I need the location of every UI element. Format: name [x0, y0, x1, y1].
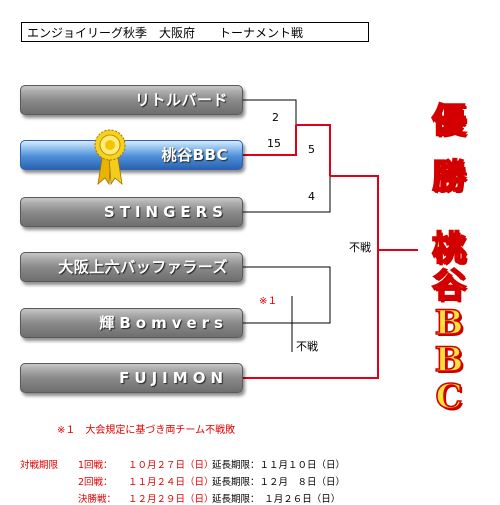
team-slot-1: リトルバード [20, 85, 243, 115]
champion-word-1: 優 [431, 101, 467, 141]
winner-line-semi-to-final [330, 175, 379, 250]
team-slot-4: 大阪上六バッファラーズ [20, 252, 243, 282]
winner-line-momotani-r1 [243, 125, 297, 156]
score-r1-top: 2 [272, 111, 279, 124]
winner-line-fujimon [243, 250, 379, 379]
team-slot-2-winner: 桃谷BBC [20, 140, 243, 170]
team-slot-3: STINGERS [20, 197, 243, 227]
schedule-round-2: 2回戦： [78, 477, 113, 488]
semi-bottom-forfeit-label: 不戦 [296, 340, 318, 353]
bracket-line-bomvers [243, 296, 331, 324]
team-slot-6: FUJIMON [20, 363, 243, 393]
schedule-ext-1: 延長期限：１１月１０日（日） [212, 460, 346, 471]
schedule-round-3: 決勝戦： [78, 494, 117, 505]
rosette-medal-icon [94, 129, 126, 186]
final-forfeit-label: 不戦 [349, 241, 371, 254]
bracket-line-osaka [243, 266, 331, 296]
schedule-date-1: １０月２７日（日） [128, 460, 214, 471]
bracket-line-stingers [243, 176, 331, 213]
schedule-round-1: 1回戦： [78, 460, 113, 471]
page-title: エンジョイリーグ秋季 大阪府 トーナメント戦 [21, 22, 369, 42]
schedule-ext-2: 延長期限：１２月 ８日（日） [212, 477, 346, 488]
champion-name-3: B [434, 303, 464, 343]
score-r1-bottom: 15 [267, 137, 281, 150]
winner-line-r1-to-semi [296, 124, 331, 176]
schedule-date-2: １１月２４日（日） [128, 477, 214, 488]
schedule-date-3: １２月２９日（日） [128, 494, 214, 505]
schedule-label: 対戦期限 [20, 460, 59, 471]
team-slot-5: 輝Bomvers [20, 308, 243, 338]
score-semi-top-winner: 5 [308, 143, 315, 156]
champion-name-5: C [435, 377, 464, 417]
bracket-line-r1-top [243, 99, 297, 125]
schedule-ext-3: 延長期限： １月２６日（日） [212, 494, 341, 505]
champion-name-4: B [434, 340, 464, 380]
score-semi-top-loser: 4 [308, 190, 315, 203]
champion-name-2: 谷 [431, 266, 467, 306]
champion-name-1: 桃 [431, 229, 467, 269]
champion-word-2: 勝 [431, 157, 467, 197]
note-mark: ※１ [259, 296, 278, 307]
forfeit-note: ※１ 大会規定に基づき両チーム不戦敗 [57, 425, 236, 436]
